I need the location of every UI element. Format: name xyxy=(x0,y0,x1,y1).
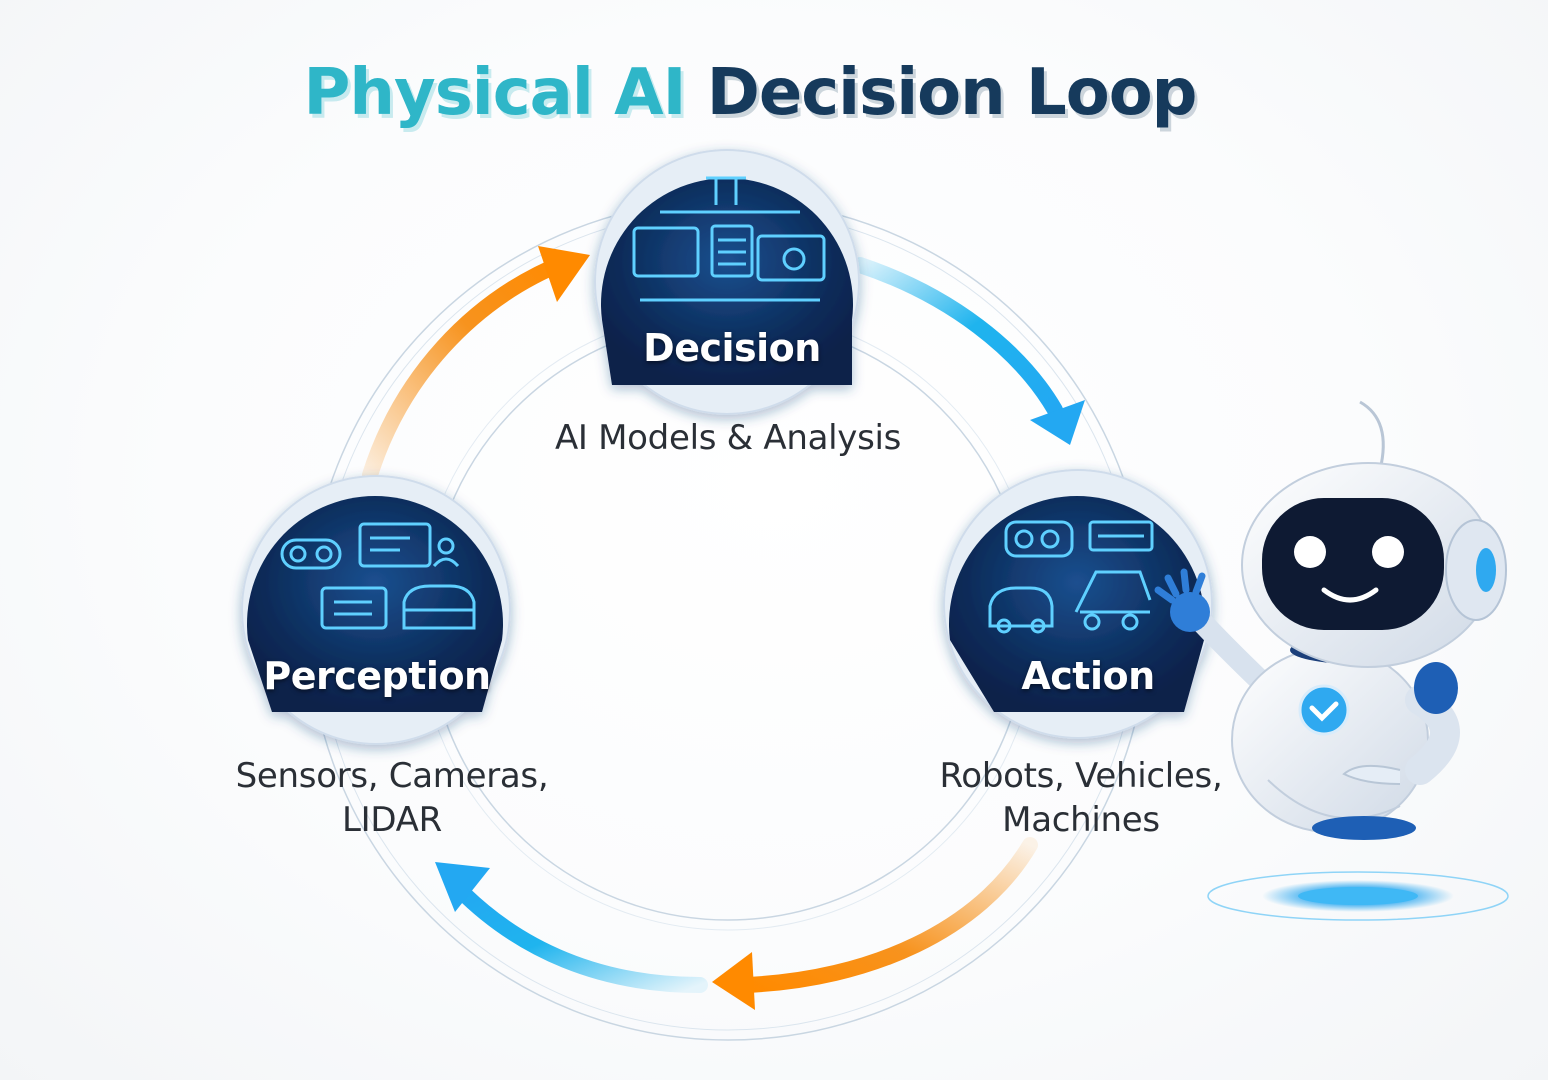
action-description-line-2: Machines xyxy=(1002,800,1160,840)
action-description-line-1: Robots, Vehicles, xyxy=(939,756,1223,796)
decision-label: Decision xyxy=(643,326,821,370)
page-title: Physical AI Decision Loop xyxy=(0,56,1500,130)
perception-label: Perception xyxy=(263,654,491,698)
arrow-decision-to-action xyxy=(852,257,1085,445)
decision-description: AI Models & Analysis xyxy=(554,418,902,458)
title-part-accent: Physical AI xyxy=(303,56,687,130)
perception-description: Sensors, Cameras, LIDAR xyxy=(206,754,578,842)
title-part-dark: Decision Loop xyxy=(706,56,1198,130)
arrow-action-to-perception xyxy=(712,837,1038,1010)
arrow-perception-to-decision xyxy=(362,246,590,483)
action-label: Action xyxy=(1021,654,1155,698)
perception-description-line-2: LIDAR xyxy=(342,800,442,840)
sensors-camera-icon xyxy=(280,522,476,630)
robot-vehicle-icon xyxy=(988,520,1154,634)
perception-description-line-1: Sensors, Cameras, xyxy=(235,756,549,796)
dashboard-screens-icon xyxy=(632,176,826,302)
action-description: Robots, Vehicles, Machines xyxy=(904,754,1258,842)
decision-node[interactable] xyxy=(594,149,860,415)
arrow-perception-bottom xyxy=(435,862,708,993)
robot-mascot xyxy=(1154,400,1509,921)
